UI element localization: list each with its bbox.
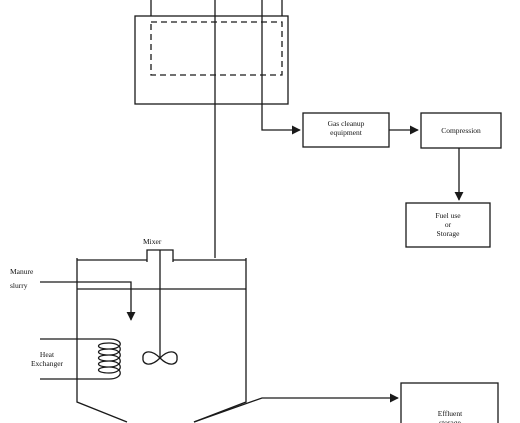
fuel-use-label-2: or [445, 220, 452, 229]
gas-holder-inner-dashed [150, 21, 283, 76]
effluent-label-2: storage [439, 418, 461, 423]
manure-inlet-pipe [40, 281, 136, 321]
mixer-label: Mixer [143, 237, 162, 246]
mixer-impeller [142, 351, 178, 365]
digester-tank [76, 258, 247, 423]
gas-cleanup-label-2: equipment [330, 128, 363, 137]
effluent-label-1: Effluent [438, 409, 463, 418]
manure-label-1: Manure [10, 267, 34, 276]
gas-outlet-pipe [261, 0, 301, 135]
effluent-outlet-pipe [193, 393, 399, 423]
manure-label-2: slurry [10, 281, 28, 290]
mixer [142, 249, 178, 365]
effluent-storage-box [400, 382, 499, 423]
fuel-use-label-1: Fuel use [435, 211, 461, 220]
heat-exchanger-label-2: Exchanger [31, 359, 64, 368]
heat-exchanger [40, 338, 121, 380]
heat-exchanger-label-1: Heat [40, 350, 55, 359]
fuel-use-label-3: Storage [437, 229, 461, 238]
gas-cleanup-label-1: Gas cleanup [328, 119, 365, 128]
fuel-use-box [405, 202, 491, 248]
heat-exchanger-coil [40, 338, 121, 380]
compression-box [420, 112, 502, 149]
gas-holder [134, 0, 289, 105]
compression-label: Compression [441, 126, 481, 135]
gas-holder-outer [134, 15, 289, 105]
